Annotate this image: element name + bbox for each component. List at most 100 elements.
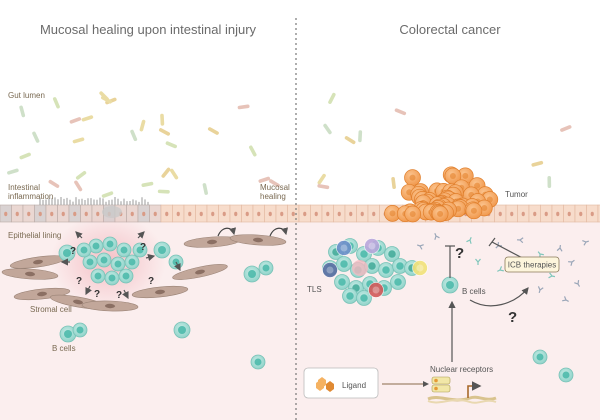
- b-cell-nucleus: [396, 262, 404, 270]
- stromal-nucleus: [33, 259, 43, 265]
- b-cell-nucleus: [80, 246, 88, 254]
- immune-cell: [322, 262, 338, 278]
- question-mark: ?: [148, 276, 154, 287]
- b-cell-nucleus: [562, 371, 570, 379]
- b-cell-nucleus: [248, 270, 256, 278]
- stromal-nucleus: [105, 303, 115, 309]
- antibody: [562, 296, 569, 302]
- antibody-shape: [562, 296, 569, 302]
- bacterium: [160, 113, 165, 126]
- bacterium: [19, 105, 26, 118]
- bacterium: [317, 173, 326, 185]
- lumen-bacteria: [7, 91, 572, 198]
- bacterium: [317, 184, 330, 190]
- cell-nucleus: [556, 211, 560, 217]
- bacterium: [547, 176, 552, 188]
- bacterium: [560, 125, 572, 132]
- b-cell-nucleus: [94, 272, 102, 280]
- stromal-cell-label: Stromal cell: [30, 305, 72, 314]
- immune-cell-core: [368, 242, 376, 250]
- cell-nucleus: [498, 211, 502, 217]
- immune-cell-core: [326, 266, 334, 274]
- stromal-nucleus: [155, 289, 165, 295]
- bacterium: [202, 183, 208, 195]
- immune-cell-core: [372, 286, 380, 294]
- antibody: [497, 266, 504, 272]
- question-mark: ?: [140, 242, 146, 253]
- antibody-shape: [537, 286, 544, 294]
- antibody: [537, 286, 544, 294]
- bacterium: [72, 137, 85, 144]
- cell-nucleus: [130, 211, 134, 217]
- antibody-shape: [516, 237, 524, 244]
- question-mark: ?: [70, 246, 76, 257]
- right-panel-title: Colorectal cancer: [399, 22, 501, 37]
- cell-nucleus: [510, 211, 514, 217]
- bacterium: [323, 123, 332, 135]
- b-cells-label-right: B cells: [462, 287, 486, 296]
- b-cell-nucleus: [338, 278, 346, 286]
- b-cell-nucleus: [340, 260, 348, 268]
- tumor-cell-nucleus: [437, 210, 444, 217]
- epithelial-cell: [597, 204, 600, 223]
- antibody-shape: [497, 266, 504, 272]
- b-cell-nucleus: [262, 264, 270, 272]
- b-cells-label-left: B cells: [52, 344, 76, 353]
- cell-nucleus: [165, 211, 169, 217]
- cell-nucleus: [4, 211, 8, 217]
- cell-nucleus: [50, 211, 54, 217]
- b-cell-nucleus: [388, 250, 396, 258]
- antibody: [434, 233, 440, 240]
- b-cell-nucleus: [254, 358, 262, 366]
- tumor-cell-nucleus: [481, 205, 488, 211]
- bacterium: [81, 115, 94, 122]
- cell-nucleus: [337, 211, 341, 217]
- cell-nucleus: [245, 211, 249, 217]
- bacterium: [394, 108, 407, 116]
- bacterium: [48, 179, 60, 188]
- b-cell-nucleus: [394, 278, 402, 286]
- ligand-box: Ligand: [303, 367, 379, 399]
- b-cell-nucleus: [446, 281, 454, 289]
- b-cell-nucleus: [136, 246, 144, 254]
- cell-nucleus: [567, 211, 571, 217]
- bacterium: [157, 189, 170, 194]
- bacterium: [52, 97, 60, 109]
- antibody-symbols: [416, 233, 590, 302]
- antibody-shape: [548, 272, 556, 279]
- b-cell-nucleus: [86, 258, 94, 266]
- immune-cell-core: [340, 244, 348, 252]
- cell-nucleus: [544, 211, 548, 217]
- antibody-shape: [416, 244, 424, 250]
- immune-cell: [412, 260, 428, 276]
- cell-nucleus: [188, 211, 192, 217]
- question-mark: ?: [94, 289, 100, 300]
- cell-nucleus: [326, 211, 330, 217]
- bacterium: [165, 141, 177, 149]
- stromal-nucleus: [207, 239, 217, 245]
- immune-cell: [352, 260, 368, 276]
- b-cell-nucleus: [108, 274, 116, 282]
- antibody: [548, 272, 556, 279]
- b-cell-nucleus: [536, 353, 544, 361]
- question-mark: ?: [76, 276, 82, 287]
- b-cell-nucleus: [360, 250, 368, 258]
- antibody: [582, 240, 590, 246]
- stromal-cells: [1, 234, 287, 312]
- cell-nucleus: [314, 211, 318, 217]
- stromal-nucleus: [253, 237, 263, 243]
- bacterium: [7, 168, 19, 175]
- antibody: [475, 258, 481, 265]
- b-cell-nucleus: [92, 242, 100, 250]
- antibody: [568, 259, 575, 266]
- bacterium: [75, 170, 87, 180]
- b-cell-nucleus: [382, 266, 390, 274]
- cell-nucleus: [176, 211, 180, 217]
- tumor-cell-nucleus: [409, 174, 416, 181]
- antibody-shape: [574, 280, 581, 287]
- b-cell-nucleus: [360, 294, 368, 302]
- cell-nucleus: [142, 211, 146, 217]
- bacterium: [130, 129, 138, 142]
- immune-cell: [368, 282, 384, 298]
- cell-nucleus: [27, 211, 31, 217]
